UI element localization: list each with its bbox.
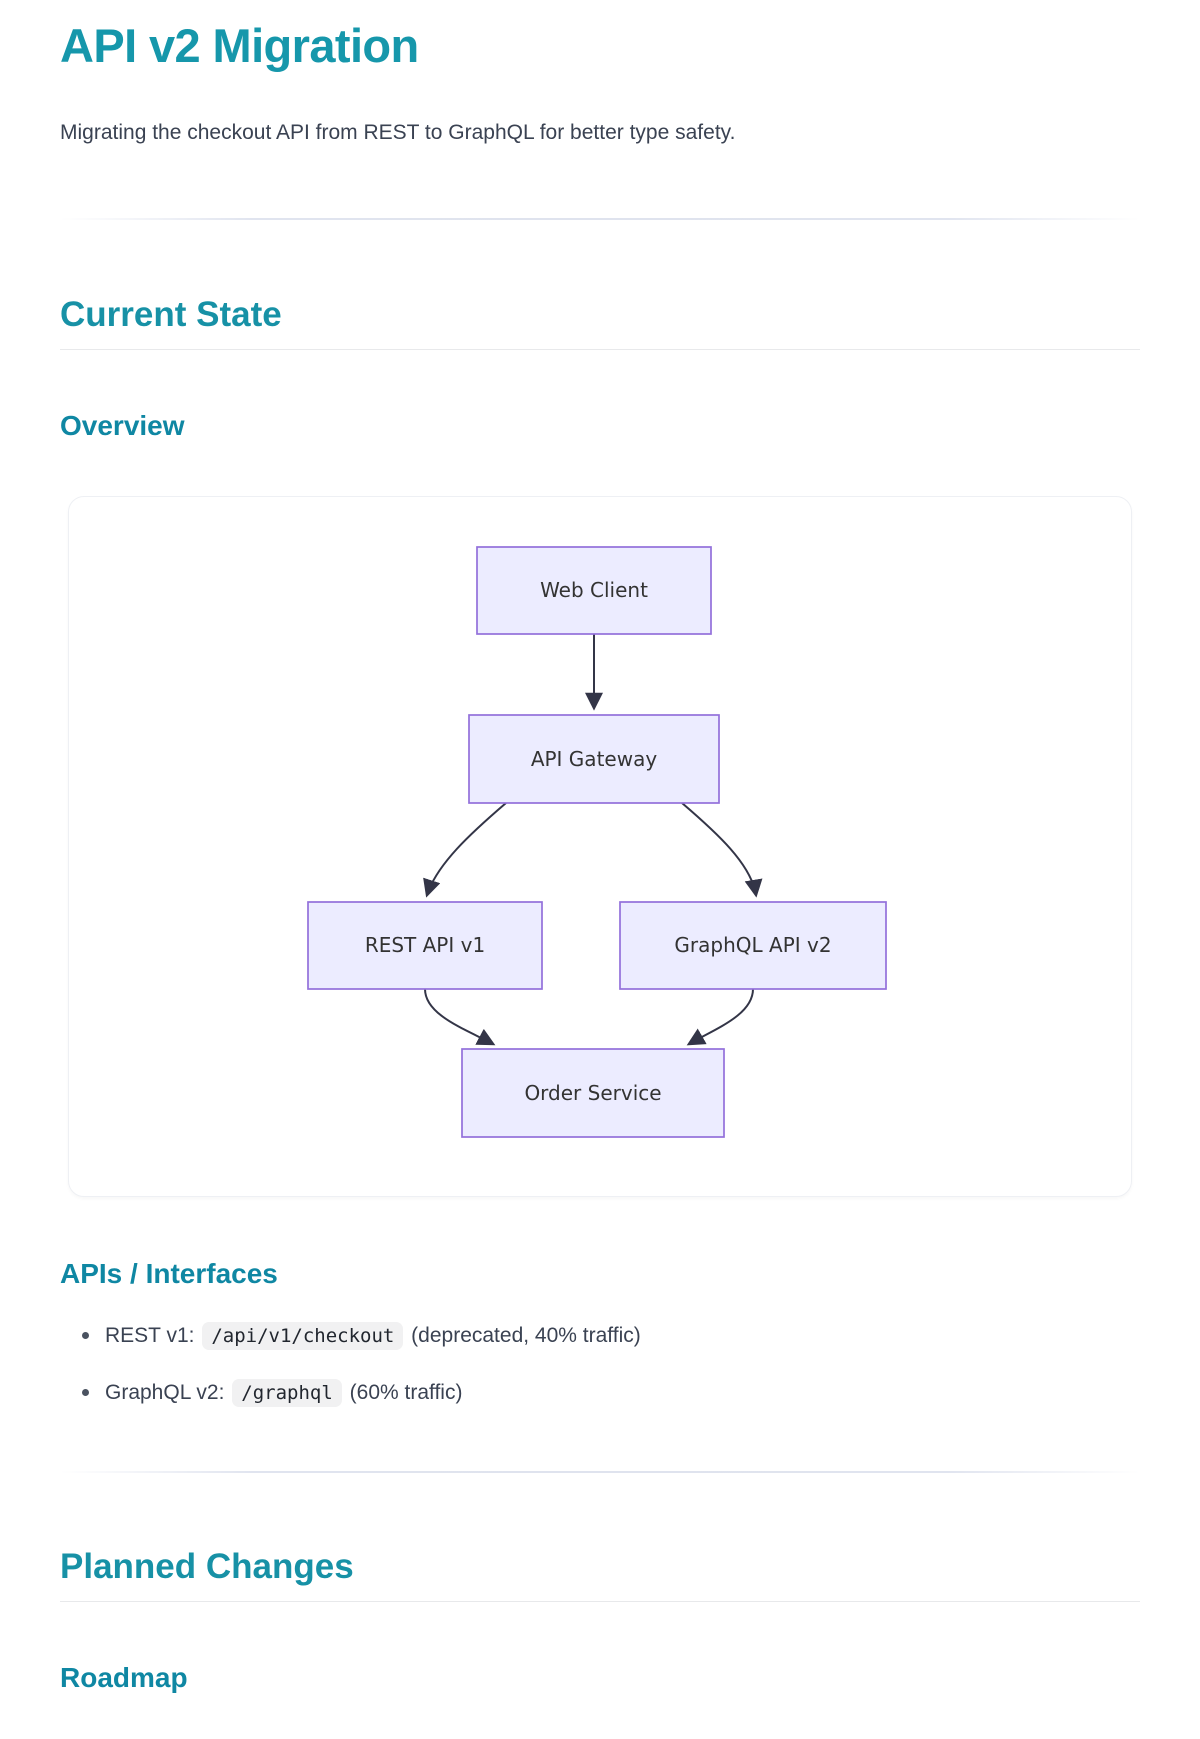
edge-graphqlv2-orderservice — [686, 988, 754, 1046]
section-divider — [60, 218, 1140, 221]
heading-overview: Overview — [60, 410, 185, 442]
inline-code-endpoint: /graphql — [232, 1379, 342, 1408]
flowchart-svg: Web Client API Gateway REST API v1 Graph… — [307, 545, 887, 1138]
document-page: API v2 Migration Migrating the checkout … — [0, 19, 1200, 1695]
inline-code-endpoint: /api/v1/checkout — [202, 1322, 404, 1351]
list-item-text: REST v1: — [105, 1324, 201, 1348]
section-divider — [60, 1471, 1140, 1474]
page-subtitle: Migrating the checkout API from REST to … — [60, 120, 736, 144]
node-label-order-service: Order Service — [524, 1081, 661, 1105]
node-api-gateway: API Gateway — [468, 713, 720, 804]
node-order-service: Order Service — [461, 1047, 725, 1138]
node-label-web-client: Web Client — [540, 578, 648, 602]
list-item-text: GraphQL v2: — [105, 1381, 231, 1405]
list-item-text: (60% traffic) — [343, 1381, 463, 1405]
heading-roadmap: Roadmap — [60, 1662, 188, 1694]
node-graphql-api-v2: GraphQL API v2 — [619, 900, 887, 990]
node-rest-api-v1: REST API v1 — [307, 900, 543, 990]
edge-gateway-graphqlv2 — [681, 801, 763, 898]
node-label-graphql-api-v2: GraphQL API v2 — [674, 933, 831, 957]
diagram-card: Web Client API Gateway REST API v1 Graph… — [68, 495, 1132, 1197]
list-item-graphql-v2: GraphQL v2: /graphql (60% traffic) — [60, 1377, 1140, 1409]
heading-apis-interfaces: APIs / Interfaces — [60, 1257, 278, 1289]
heading-planned-changes: Planned Changes — [60, 1546, 1140, 1603]
page-title: API v2 Migration — [60, 19, 419, 72]
heading-current-state: Current State — [60, 294, 1140, 351]
list-item-rest-v1: REST v1: /api/v1/checkout (deprecated, 4… — [60, 1320, 1140, 1352]
api-list: REST v1: /api/v1/checkout (deprecated, 4… — [60, 1320, 1140, 1409]
edge-gateway-restv1 — [423, 801, 507, 898]
node-label-rest-api-v1: REST API v1 — [365, 933, 485, 957]
list-item-text: (deprecated, 40% traffic) — [405, 1324, 641, 1348]
node-web-client: Web Client — [476, 545, 712, 635]
node-label-api-gateway: API Gateway — [531, 747, 658, 771]
edge-restv1-orderservice — [424, 988, 496, 1045]
